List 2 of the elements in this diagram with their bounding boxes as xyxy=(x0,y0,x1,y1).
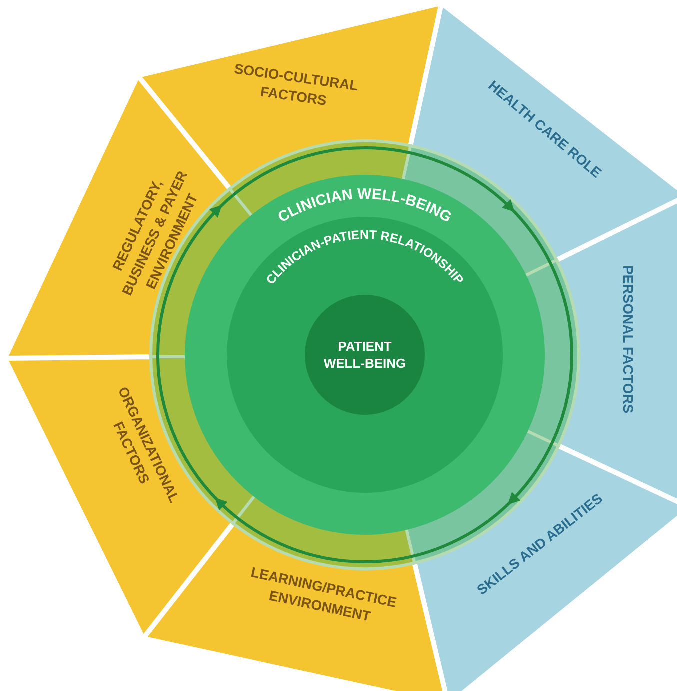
segment-label: PERSONAL FACTORS xyxy=(620,264,638,416)
center-label: PATIENT WELL-BEING xyxy=(322,338,408,372)
